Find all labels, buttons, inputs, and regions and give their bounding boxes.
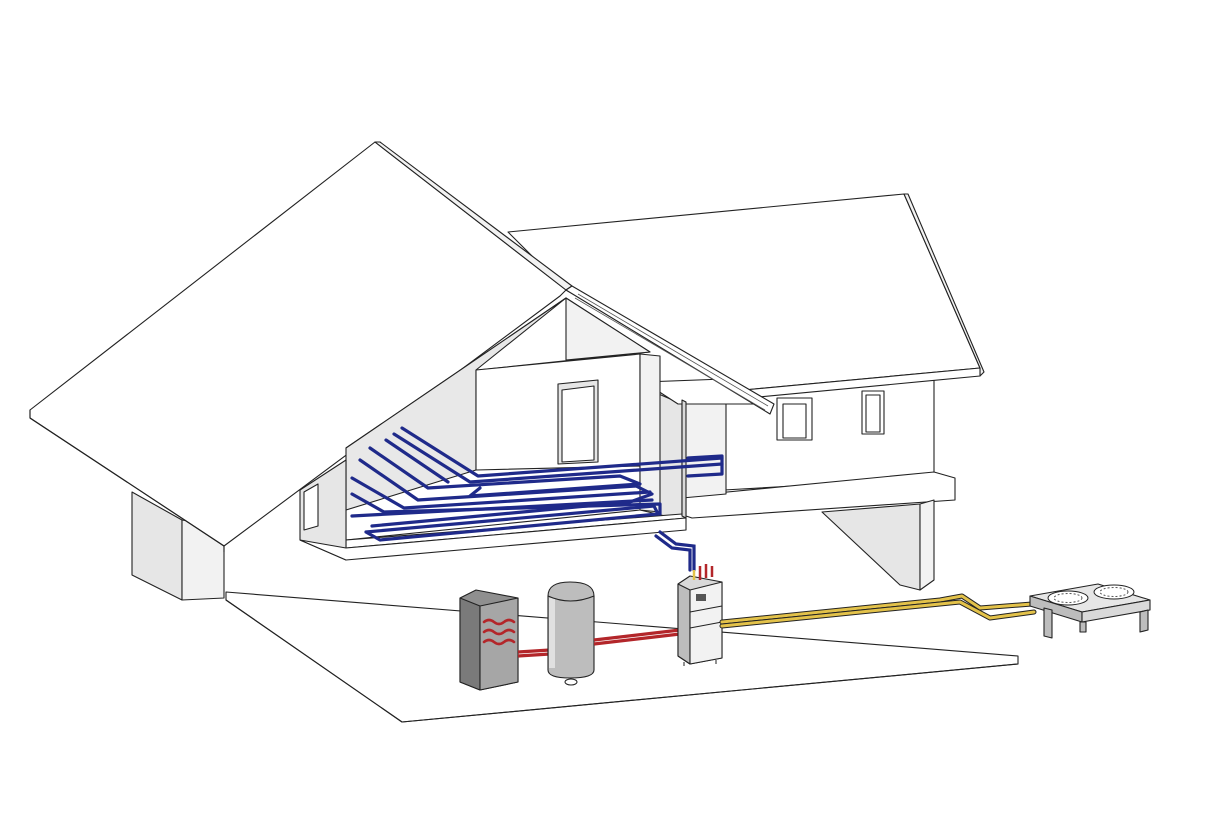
main-roof	[29, 141, 775, 553]
buffer-heater-cabinet	[459, 589, 519, 691]
fan-unit-icon	[1047, 584, 1135, 606]
window-left	[303, 483, 319, 531]
hydraulic-module-icon	[696, 594, 706, 601]
cylinder-tank-icon	[564, 678, 578, 686]
roof-truss-hatch	[574, 293, 769, 411]
floor-loop-riser	[654, 530, 696, 572]
left-wing-walls	[131, 491, 225, 601]
indoor-hydraulic-unit	[677, 564, 723, 666]
right-roof	[507, 193, 985, 399]
refrigerant-line	[719, 593, 1037, 629]
hot-water-line-a	[517, 648, 551, 658]
hot-water-line-b	[593, 628, 681, 646]
right-wing-structure	[639, 371, 956, 591]
floor-heating-loops	[350, 426, 724, 542]
outdoor-condenser-unit	[1029, 583, 1151, 639]
ground-slab	[225, 591, 1019, 723]
heater-cabinet-icon	[482, 618, 516, 646]
storage-tank	[547, 581, 595, 686]
